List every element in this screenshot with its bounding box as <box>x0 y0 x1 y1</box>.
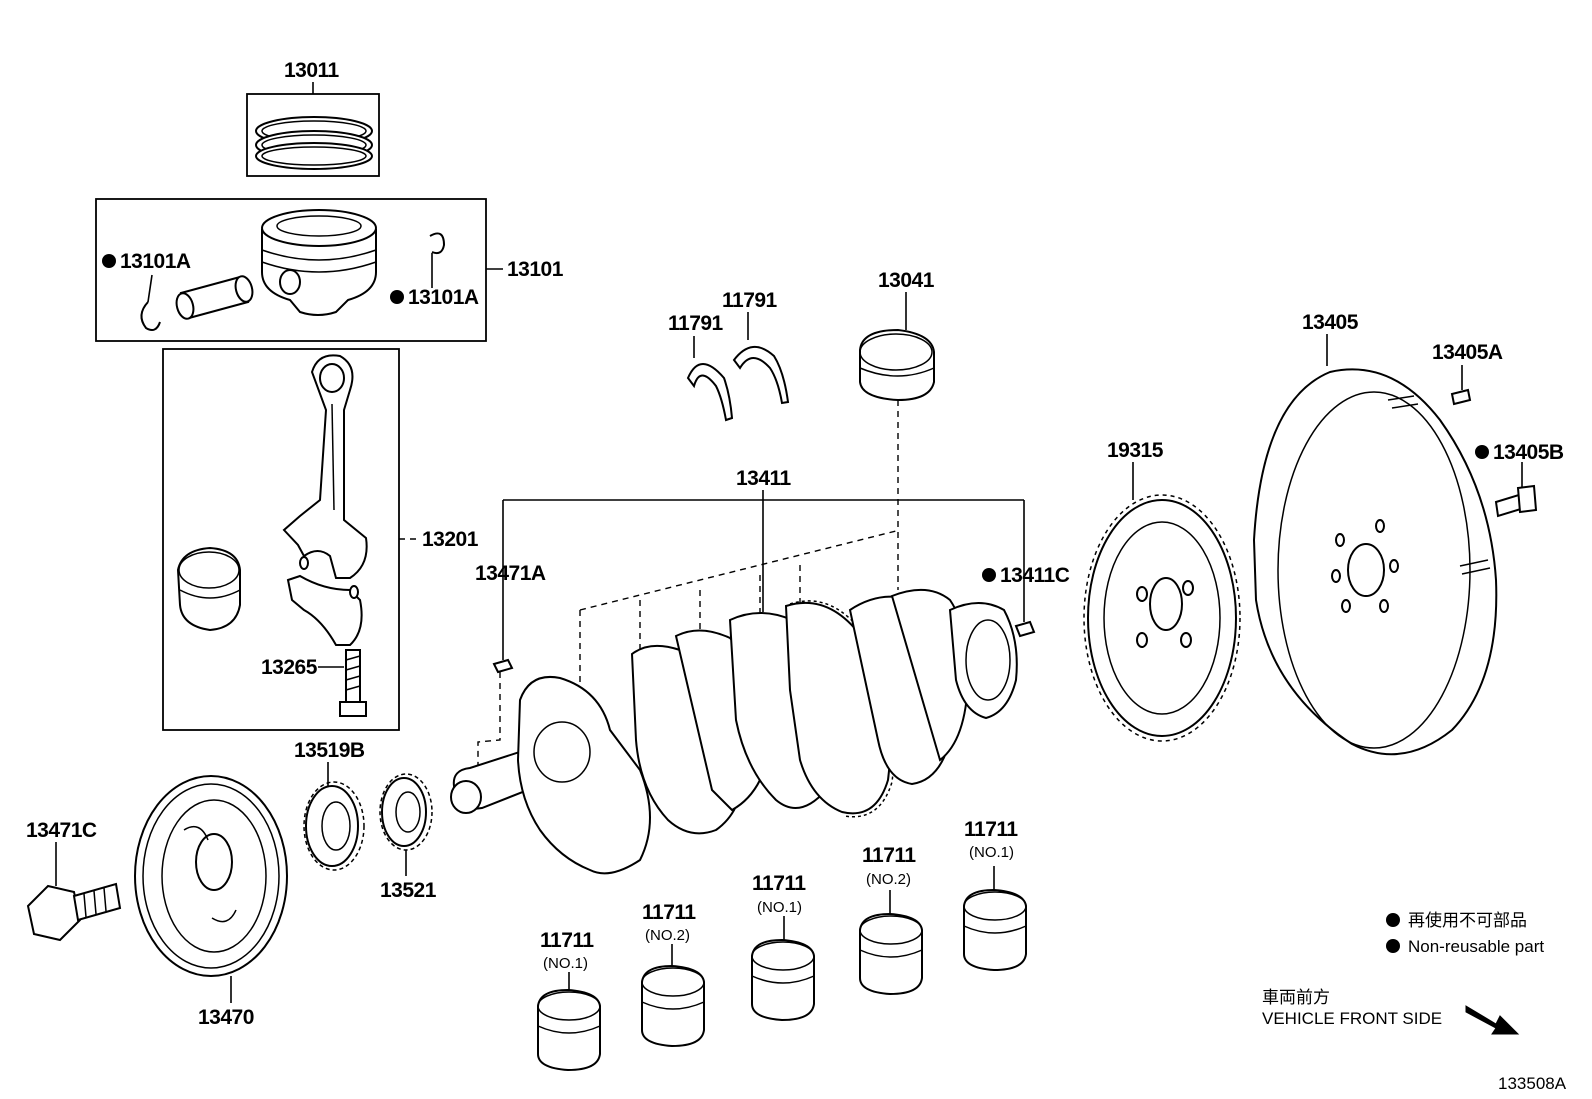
label-13405b: 13405B <box>1493 441 1564 464</box>
main-bearing-4[interactable] <box>859 912 923 996</box>
legend-text-english: Non-reusable part <box>1408 937 1544 956</box>
label-11791-right: 11791 <box>722 289 778 312</box>
label-11711-3: 11711 <box>752 872 806 895</box>
legend-dot-english <box>1386 939 1400 953</box>
label-11711-2: 11711 <box>642 901 696 924</box>
label-19315: 19315 <box>1107 439 1164 462</box>
main-bearing-3[interactable] <box>751 938 815 1022</box>
label-13405a: 13405A <box>1432 341 1503 364</box>
piston-pin[interactable] <box>174 274 255 320</box>
connecting-rod[interactable] <box>282 354 368 646</box>
label-11711-4-sub: (NO.2) <box>866 871 911 888</box>
label-11791-left: 11791 <box>668 312 724 335</box>
direction-text-japanese: 車両前方 <box>1262 988 1330 1007</box>
label-11711-4: 11711 <box>862 844 916 867</box>
label-11711-5-sub: (NO.1) <box>969 844 1014 861</box>
label-13470: 13470 <box>198 1006 254 1029</box>
label-13521: 13521 <box>380 879 437 902</box>
label-13405: 13405 <box>1302 311 1359 334</box>
label-13201: 13201 <box>422 528 479 551</box>
front-arrow-icon <box>1465 1005 1520 1035</box>
label-11711-3-sub: (NO.1) <box>757 899 802 916</box>
main-bearing-1[interactable] <box>537 988 601 1072</box>
thrust-washer-left[interactable] <box>686 363 734 422</box>
direction-text-english: VEHICLE FRONT SIDE <box>1262 1009 1442 1028</box>
piston-ring-set[interactable] <box>246 93 380 177</box>
non-reusable-mark-13411c <box>982 568 996 582</box>
flywheel-bolt[interactable] <box>1494 484 1538 518</box>
label-13471a: 13471A <box>475 562 546 585</box>
label-13101: 13101 <box>507 258 564 281</box>
piston-group-box <box>95 198 487 342</box>
connecting-rod-bearing[interactable] <box>859 328 935 402</box>
label-13041: 13041 <box>878 269 935 292</box>
main-bearing-5[interactable] <box>963 888 1027 972</box>
thrust-washer-right[interactable] <box>732 346 790 405</box>
label-13471c: 13471C <box>26 819 97 842</box>
main-bearing-2[interactable] <box>641 964 705 1048</box>
flywheel-pin[interactable] <box>1450 388 1472 406</box>
label-13519b: 13519B <box>294 739 365 762</box>
label-13101a-left: 13101A <box>120 250 191 273</box>
label-11711-5: 11711 <box>964 818 1018 841</box>
label-13265: 13265 <box>261 656 318 679</box>
non-reusable-mark-13101a-left <box>102 254 116 268</box>
label-13411: 13411 <box>736 467 792 490</box>
label-13411c: 13411C <box>1000 564 1070 587</box>
snap-ring-right[interactable] <box>429 232 446 255</box>
legend-text-japanese: 再使用不可部品 <box>1408 910 1527 930</box>
legend-dot-japanese <box>1386 913 1400 927</box>
label-13011: 13011 <box>284 59 340 82</box>
crankshaft-pin-13411c[interactable] <box>1014 620 1036 638</box>
label-11711-1-sub: (NO.1) <box>543 955 588 972</box>
label-11711-2-sub: (NO.2) <box>645 927 690 944</box>
timing-rotor[interactable] <box>1083 494 1241 742</box>
flywheel[interactable] <box>1252 368 1498 756</box>
label-13101a-right: 13101A <box>408 286 479 309</box>
piston[interactable] <box>261 209 377 316</box>
non-reusable-mark-13101a-right <box>390 290 404 304</box>
non-reusable-mark-13405b <box>1475 445 1489 459</box>
crankshaft-pulley-bolt[interactable] <box>26 882 122 942</box>
crankshaft-timing-gear-13519b[interactable] <box>303 781 365 871</box>
crankshaft-pin-13471a[interactable] <box>492 658 514 674</box>
snap-ring-left[interactable] <box>140 301 161 331</box>
crankshaft[interactable] <box>450 588 1018 875</box>
crankshaft-pulley[interactable] <box>134 775 288 977</box>
crankshaft-timing-gear-13521[interactable] <box>379 773 433 851</box>
connecting-rod-bearing-left[interactable] <box>176 546 241 632</box>
connecting-rod-bolt[interactable] <box>339 649 367 717</box>
label-11711-1: 11711 <box>540 929 594 952</box>
figure-id: 133508A <box>1498 1074 1567 1093</box>
